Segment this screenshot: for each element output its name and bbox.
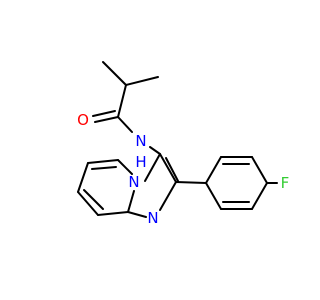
bond xyxy=(91,166,117,170)
bond xyxy=(97,211,129,216)
bond xyxy=(251,156,268,184)
bond xyxy=(251,182,268,210)
bond xyxy=(159,153,177,183)
bond xyxy=(165,157,179,182)
bond xyxy=(94,116,119,123)
bond xyxy=(125,76,159,86)
amide-nitrogen-label: N xyxy=(135,132,146,150)
amide-hydrogen-label: H xyxy=(135,153,146,171)
bonds xyxy=(77,61,278,218)
oxygen-label: O xyxy=(77,111,89,129)
bond xyxy=(144,153,161,182)
bond xyxy=(102,61,127,86)
atom-labels: O N H N N F xyxy=(77,111,289,227)
bond xyxy=(127,211,147,218)
bond xyxy=(83,189,104,210)
bond xyxy=(117,159,133,175)
bond xyxy=(92,110,116,117)
bond xyxy=(205,182,222,210)
molecule-structure: O N H N N F xyxy=(77,61,289,227)
bond xyxy=(87,159,119,164)
bond xyxy=(77,162,89,193)
bridgehead-nitrogen-label: N xyxy=(128,173,139,191)
bond xyxy=(117,116,133,133)
fluorine-label: F xyxy=(281,174,290,192)
bond xyxy=(149,146,161,155)
bond xyxy=(205,156,222,184)
bond xyxy=(117,84,127,118)
bond xyxy=(175,181,207,184)
bond xyxy=(127,190,135,213)
bond xyxy=(77,191,99,216)
ring-nitrogen-label: N xyxy=(147,209,158,227)
bond xyxy=(159,181,177,211)
